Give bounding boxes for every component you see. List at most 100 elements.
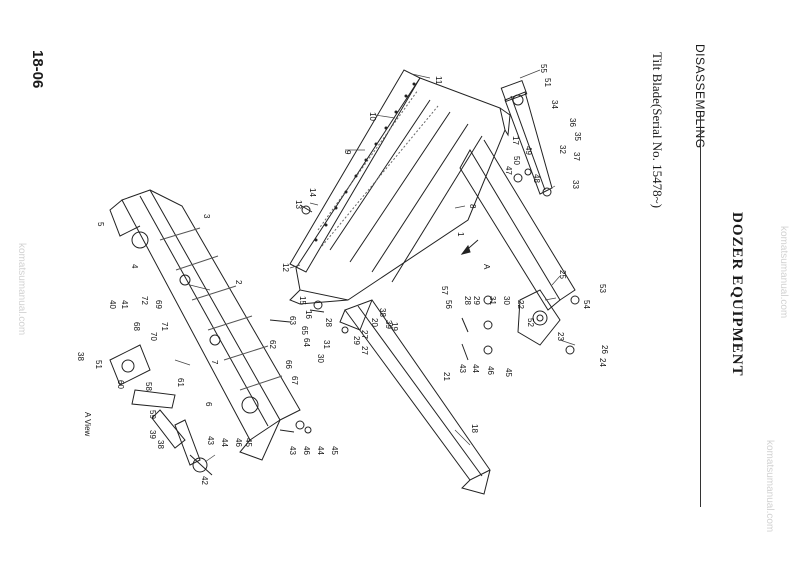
svg-text:55: 55 [539, 64, 548, 73]
svg-text:29: 29 [472, 296, 481, 305]
svg-text:10: 10 [368, 112, 377, 121]
svg-text:35: 35 [573, 132, 582, 141]
svg-text:51: 51 [94, 360, 103, 369]
svg-text:44: 44 [316, 446, 325, 455]
svg-text:41: 41 [120, 300, 129, 309]
svg-text:5: 5 [96, 222, 105, 227]
svg-text:46: 46 [234, 438, 243, 447]
svg-text:25: 25 [558, 270, 567, 279]
svg-text:19: 19 [390, 322, 399, 331]
svg-text:58: 58 [144, 382, 153, 391]
svg-text:43: 43 [458, 364, 467, 373]
blade-cutting-edge [289, 69, 421, 273]
svg-text:24: 24 [598, 358, 607, 367]
watermark: komatsumanual.com [764, 440, 775, 533]
svg-text:54: 54 [582, 300, 591, 309]
svg-text:45: 45 [330, 446, 339, 455]
watermark: komatsumanual.com [778, 226, 789, 319]
svg-text:17: 17 [511, 136, 520, 145]
page-title: DOZER EQUIPMENT [729, 212, 745, 377]
svg-text:6: 6 [204, 402, 213, 407]
svg-text:12: 12 [281, 263, 290, 272]
svg-text:38: 38 [156, 440, 165, 449]
svg-text:22: 22 [516, 300, 525, 309]
svg-text:36: 36 [568, 118, 577, 127]
svg-text:27: 27 [360, 346, 369, 355]
svg-text:67: 67 [290, 376, 299, 385]
svg-text:28: 28 [463, 296, 472, 305]
svg-text:72: 72 [140, 296, 149, 305]
svg-text:40: 40 [108, 300, 117, 309]
frame-arm-right [459, 149, 561, 311]
svg-text:50: 50 [512, 156, 521, 165]
header-rule [700, 115, 701, 507]
svg-text:42: 42 [200, 476, 209, 485]
svg-text:31: 31 [322, 340, 331, 349]
view-label: A View [83, 412, 92, 437]
svg-text:44: 44 [220, 438, 229, 447]
svg-text:61: 61 [176, 378, 185, 387]
svg-text:38: 38 [378, 308, 387, 317]
svg-text:49: 49 [524, 146, 533, 155]
svg-text:51: 51 [543, 78, 552, 87]
svg-text:47: 47 [504, 166, 513, 175]
svg-text:4: 4 [130, 264, 139, 269]
page-number: 18-06 [29, 50, 46, 89]
svg-text:44: 44 [471, 364, 480, 373]
svg-text:71: 71 [160, 322, 169, 331]
svg-text:7: 7 [210, 360, 219, 365]
svg-text:60: 60 [116, 380, 125, 389]
svg-text:21: 21 [442, 372, 451, 381]
svg-text:30: 30 [502, 296, 511, 305]
svg-text:28: 28 [324, 318, 333, 327]
svg-text:65: 65 [300, 326, 309, 335]
svg-text:30: 30 [316, 354, 325, 363]
svg-text:45: 45 [244, 438, 253, 447]
svg-text:27: 27 [360, 330, 369, 339]
svg-text:66: 66 [284, 360, 293, 369]
svg-text:63: 63 [288, 316, 297, 325]
svg-text:8: 8 [468, 204, 477, 209]
svg-text:43: 43 [288, 446, 297, 455]
svg-text:53: 53 [598, 284, 607, 293]
svg-text:69: 69 [154, 300, 163, 309]
svg-text:A: A [482, 264, 491, 270]
svg-text:48: 48 [532, 174, 541, 183]
svg-text:20: 20 [370, 318, 379, 327]
svg-text:62: 62 [268, 340, 277, 349]
svg-text:43: 43 [206, 436, 215, 445]
svg-text:23: 23 [556, 332, 565, 341]
svg-text:31: 31 [488, 296, 497, 305]
svg-text:46: 46 [486, 366, 495, 375]
watermark: komatsumanual.com [16, 243, 27, 336]
svg-text:39: 39 [148, 430, 157, 439]
svg-text:46: 46 [302, 446, 311, 455]
svg-text:33: 33 [571, 180, 580, 189]
svg-text:57: 57 [440, 286, 449, 295]
svg-text:70: 70 [149, 332, 158, 341]
svg-text:11: 11 [434, 76, 443, 85]
svg-text:52: 52 [526, 318, 535, 327]
svg-text:3: 3 [202, 214, 211, 219]
svg-text:68: 68 [132, 322, 141, 331]
svg-text:15: 15 [298, 296, 307, 305]
svg-text:14: 14 [308, 188, 317, 197]
svg-text:18: 18 [470, 424, 479, 433]
frame-arm-lower [344, 299, 491, 481]
svg-text:56: 56 [444, 300, 453, 309]
svg-text:13: 13 [294, 200, 303, 209]
svg-text:37: 37 [572, 152, 581, 161]
svg-text:1: 1 [456, 232, 465, 237]
svg-text:9: 9 [343, 150, 352, 155]
svg-text:29: 29 [352, 336, 361, 345]
blade-outline [295, 77, 506, 301]
svg-text:59: 59 [148, 410, 157, 419]
svg-text:64: 64 [302, 338, 311, 347]
svg-text:45: 45 [504, 368, 513, 377]
svg-text:16: 16 [304, 310, 313, 319]
svg-text:26: 26 [600, 345, 609, 354]
svg-text:34: 34 [550, 100, 559, 109]
frame-left [121, 189, 281, 441]
